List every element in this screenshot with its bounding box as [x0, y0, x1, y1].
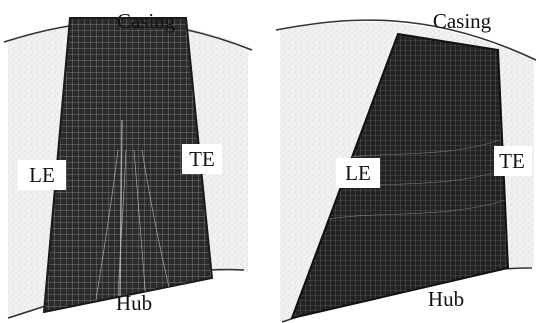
right-le-label: LE	[345, 161, 371, 185]
right-te-label: TE	[499, 149, 525, 173]
right-casing-line	[275, 19, 537, 61]
left-casing-label: Casing	[117, 9, 176, 33]
left-mesh-streaks	[95, 119, 173, 301]
left-le-label: LE	[29, 163, 55, 187]
left-le-label-box	[18, 160, 66, 190]
right-te-label-box	[494, 146, 532, 176]
right-le-label-box	[336, 158, 380, 188]
left-te-label: TE	[189, 147, 215, 171]
left-panel: LE TE Casing Hub	[3, 9, 253, 319]
right-hub-label: Hub	[428, 287, 464, 311]
right-panel: LE TE Casing Hub	[275, 9, 537, 323]
left-hub-label: Hub	[116, 291, 152, 315]
right-blade-mesh	[290, 32, 510, 320]
left-blade-mesh	[42, 17, 214, 314]
right-casing-label: Casing	[433, 9, 492, 33]
left-te-label-box	[182, 144, 222, 174]
